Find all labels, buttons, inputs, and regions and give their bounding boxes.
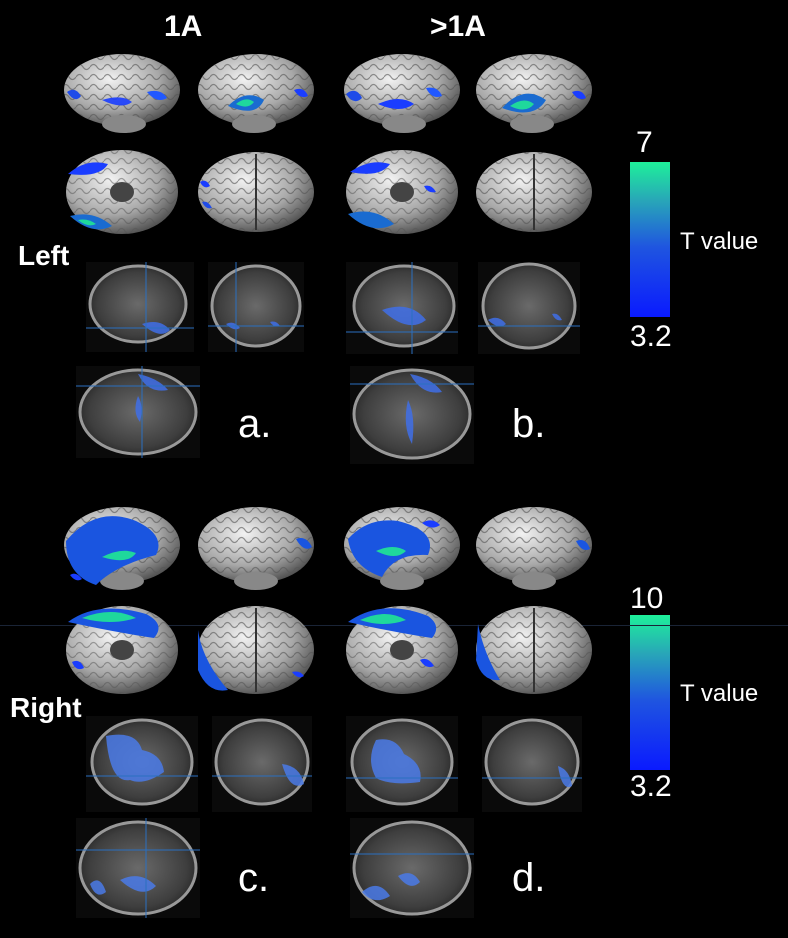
panel-label-c: c. [238, 856, 270, 900]
colorbar-1-min: 3.2 [630, 320, 672, 353]
brain-render-gt1a-right-lateral [476, 54, 592, 133]
colorbar-1-title: T value [680, 228, 759, 255]
mri-sagittal-gt1a-right [346, 716, 458, 812]
colorbar-2 [630, 615, 670, 770]
colorbar-1-max: 7 [636, 126, 653, 159]
mri-sagittal-1a-left [86, 262, 194, 352]
brain-render-1a-right-lateral [198, 54, 314, 133]
mri-axial-gt1a-right [350, 818, 474, 918]
mri-coronal-1a-left [208, 262, 304, 352]
column-title-1a: 1A [164, 10, 203, 43]
mri-coronal-gt1a-right [482, 716, 582, 812]
brain-render-1a-ventral-2 [66, 606, 178, 694]
row-label-right: Right [10, 692, 82, 723]
mri-axial-1a-left [76, 366, 200, 458]
mri-coronal-1a-right [212, 716, 312, 812]
colorbar-2-title: T value [680, 680, 759, 707]
column-title-gt1a: >1A [430, 10, 486, 43]
brain-render-gt1a-ventral-2 [346, 606, 458, 694]
colorbar-2-min: 3.2 [630, 770, 672, 803]
brain-render-1a-left-lateral [64, 54, 180, 133]
brain-render-gt1a-right-lateral-2 [344, 507, 460, 590]
mri-axial-gt1a-left [350, 366, 474, 464]
brain-render-1a-left-lateral-2 [198, 507, 314, 590]
brain-render-1a-right-dorsal [198, 152, 314, 232]
panel-label-d: d. [512, 856, 546, 900]
brain-render-gt1a-left-ventral [346, 150, 458, 234]
row-label-left: Left [18, 240, 70, 271]
mri-sagittal-gt1a-left [346, 262, 458, 354]
brain-render-gt1a-dorsal-2 [476, 606, 592, 694]
mri-coronal-gt1a-left [478, 262, 580, 354]
mri-axial-1a-right [76, 818, 200, 918]
panel-label-b: b. [512, 402, 546, 446]
colorbar-1 [630, 162, 670, 317]
brain-render-1a-left-ventral [66, 150, 178, 234]
panel-label-a: a. [238, 402, 272, 446]
brain-render-gt1a-left-lateral-2 [476, 507, 592, 590]
colorbar-2-max: 10 [630, 582, 664, 615]
brain-render-gt1a-right-dorsal [476, 152, 592, 232]
brain-render-gt1a-left-lateral [344, 54, 460, 133]
brain-render-1a-dorsal-2 [198, 606, 314, 694]
mri-sagittal-1a-right [86, 716, 198, 812]
brain-render-1a-right-lateral-2 [64, 507, 180, 590]
